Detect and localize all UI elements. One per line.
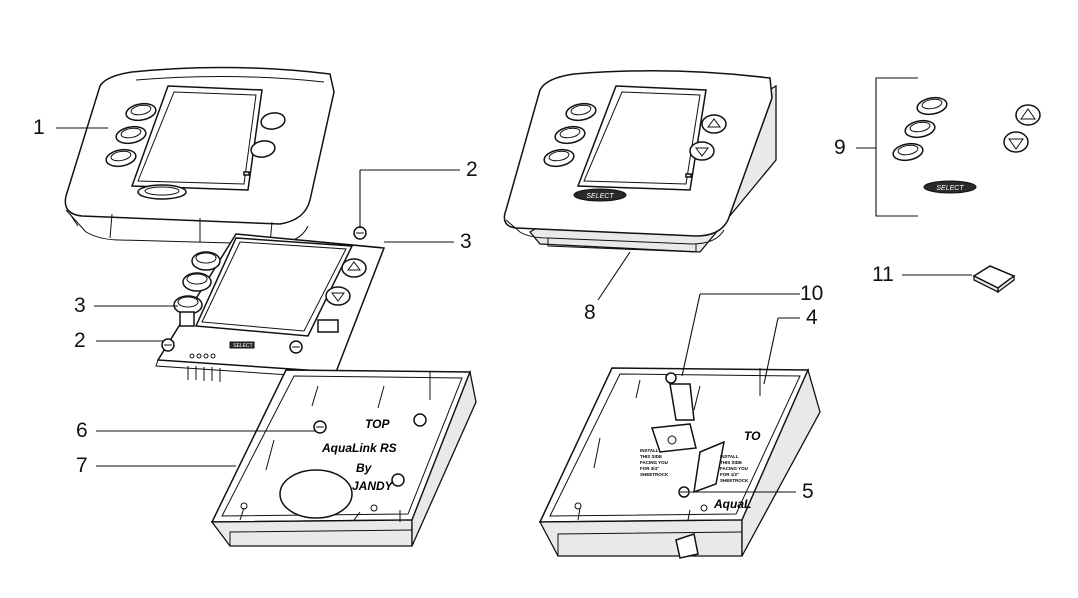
svg-text:INSTALL: INSTALL xyxy=(720,454,739,459)
svg-text:FACING YOU: FACING YOU xyxy=(640,460,668,465)
callout-6: 6 xyxy=(76,419,88,442)
callout-4: 4 xyxy=(806,306,818,329)
svg-text:FACING YOU: FACING YOU xyxy=(720,466,748,471)
callout-2-top: 2 xyxy=(466,158,478,181)
select-label-unit: SELECT xyxy=(586,193,614,200)
circuit-board-assembly: SELECT xyxy=(155,226,386,382)
box-brand-label: AquaLink RS xyxy=(321,441,397,455)
callout-1: 1 xyxy=(33,116,45,139)
svg-text:INSTALL: INSTALL xyxy=(640,448,659,453)
select-label-board: SELECT xyxy=(233,343,252,349)
junction-box-left-part-7: TOP AquaLink RS By JANDY xyxy=(210,369,477,547)
install-note-b: INSTALL THIS SIDE FACING YOU FOR 1/2" SH… xyxy=(720,454,749,483)
callout-7: 7 xyxy=(76,454,88,477)
svg-text:THIS SIDE: THIS SIDE xyxy=(640,454,662,459)
box-by-label: By xyxy=(356,461,373,475)
button-cluster-left xyxy=(173,251,221,327)
box-top-label: TOP xyxy=(365,417,390,431)
callout-3-left: 3 xyxy=(74,294,86,317)
callout-9: 9 xyxy=(834,136,846,159)
svg-text:FOR 3/4": FOR 3/4" xyxy=(640,466,659,471)
svg-text:SHEETROCK: SHEETROCK xyxy=(640,472,669,477)
box-right-brand-label: AquaL xyxy=(713,497,751,511)
button-set-part-9: SELECT xyxy=(875,77,1041,217)
callout-8: 8 xyxy=(584,301,596,324)
board-screws xyxy=(161,226,367,354)
callout-10: 10 xyxy=(800,282,824,305)
junction-box-right-part-4: TO INSTALL THIS SIDE FACING YOU FOR 3/4"… xyxy=(538,367,821,559)
box-maker-label: JANDY xyxy=(352,479,394,493)
svg-text:THIS SIDE: THIS SIDE xyxy=(720,460,742,465)
callout-11: 11 xyxy=(872,263,894,286)
callout-2-bottom: 2 xyxy=(74,329,86,352)
svg-text:SHEETROCK: SHEETROCK xyxy=(720,478,749,483)
svg-text:FOR 1/2": FOR 1/2" xyxy=(720,472,739,477)
assembled-controller-part-8: SELECT xyxy=(503,70,777,253)
button-cluster-right xyxy=(317,258,367,333)
front-bezel-part-1 xyxy=(64,66,335,245)
install-note-a: INSTALL THIS SIDE FACING YOU FOR 3/4" SH… xyxy=(640,448,669,477)
callout-5: 5 xyxy=(802,480,814,503)
callout-3-right: 3 xyxy=(460,230,472,253)
select-label-set: SELECT xyxy=(936,185,964,192)
box-right-top-label: TO xyxy=(744,429,761,443)
leader-lines xyxy=(56,127,972,493)
bracket-part-10 xyxy=(650,372,697,453)
card-part-11 xyxy=(972,265,1016,294)
